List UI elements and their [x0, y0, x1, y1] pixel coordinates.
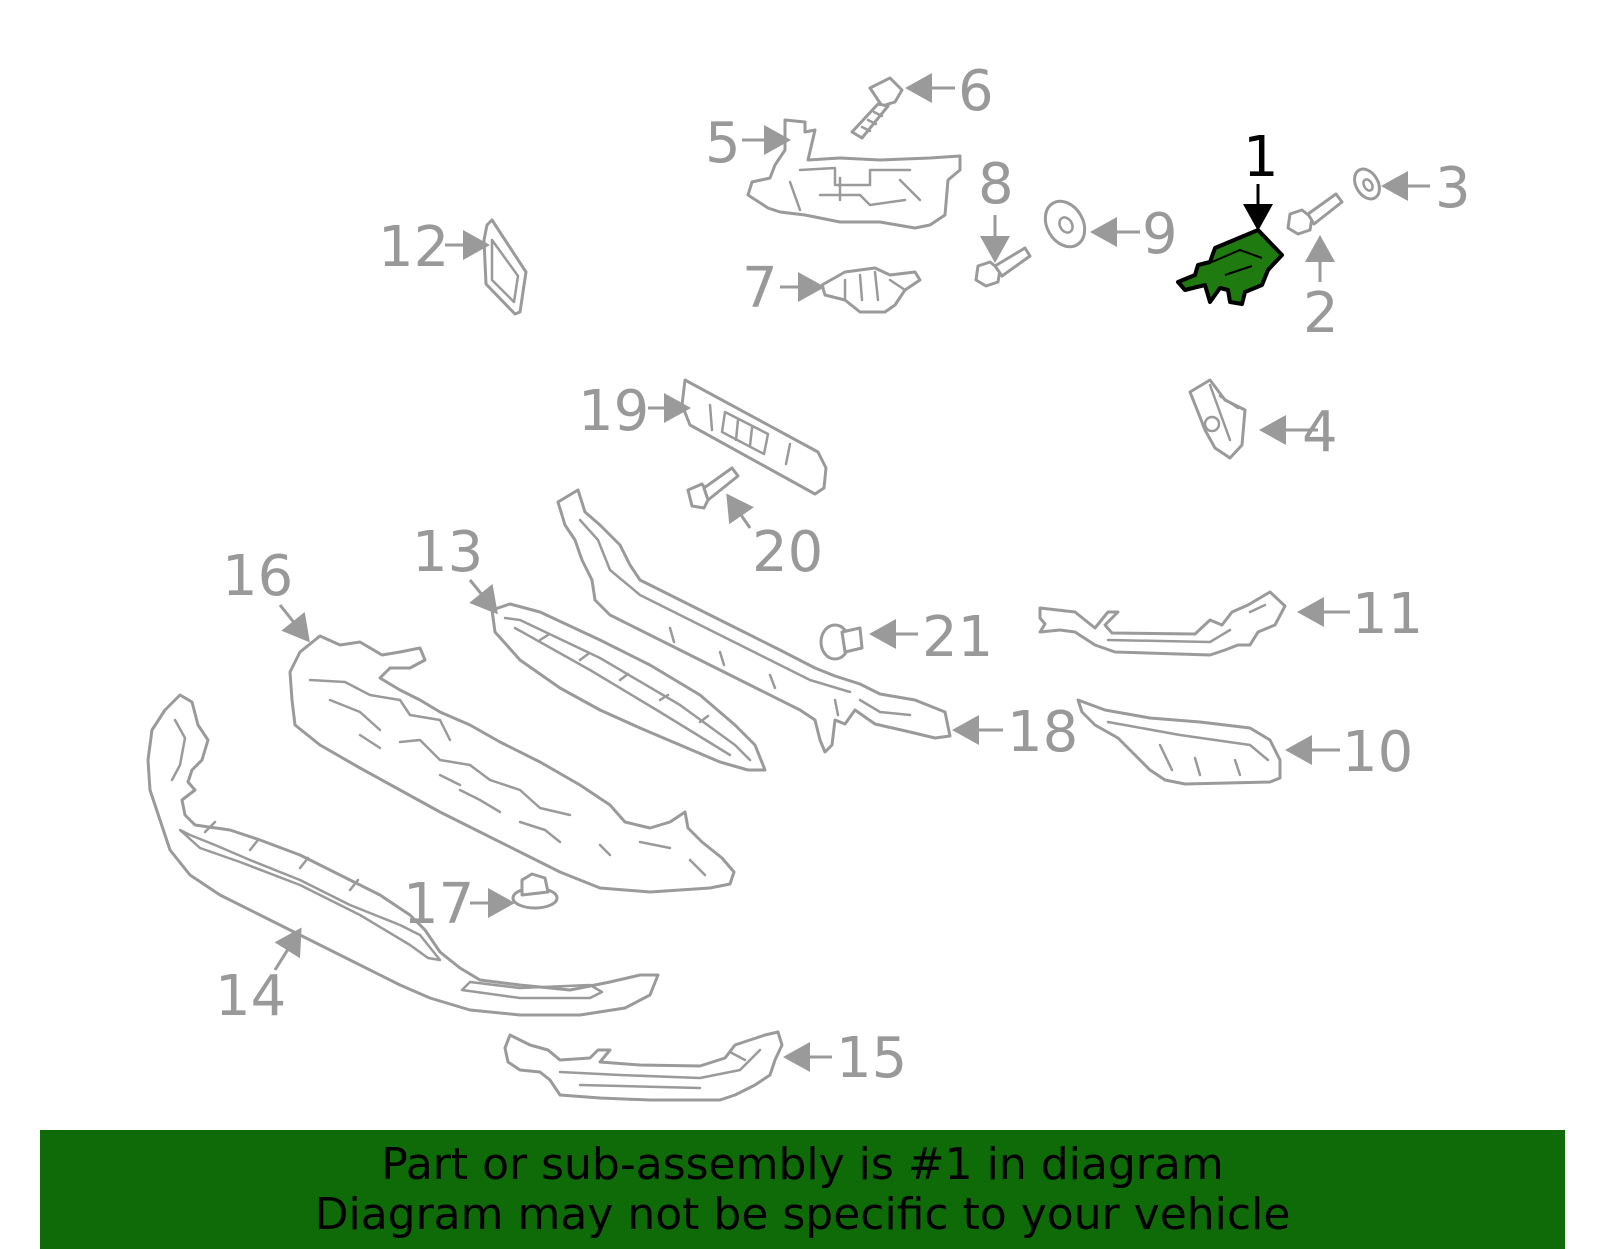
part-19-emblem[interactable]: [680, 378, 828, 496]
banner-line-1: Part or sub-assembly is #1 in diagram: [381, 1138, 1224, 1190]
part-13-grille-strip[interactable]: [490, 602, 767, 772]
callout-12[interactable]: 12: [378, 215, 449, 280]
callout-10[interactable]: 10: [1342, 720, 1413, 785]
part-9-washer[interactable]: [1037, 194, 1092, 254]
part-15-lower-trim[interactable]: [503, 1030, 784, 1102]
callout-13[interactable]: 13: [412, 520, 483, 585]
part-4-clip[interactable]: [1188, 378, 1247, 460]
callout-18[interactable]: 18: [1007, 700, 1078, 765]
callout-16[interactable]: 16: [222, 544, 293, 609]
callout-numbers: 1 2 3 4 5 6 7 8 9 10 11 12 13 14 15 16 1…: [215, 59, 1471, 1091]
callout-4[interactable]: 4: [1302, 400, 1338, 465]
callout-20[interactable]: 20: [752, 520, 823, 585]
part-18-reinforcement-bar[interactable]: [556, 488, 952, 754]
part-10-side-bracket[interactable]: [1076, 698, 1282, 786]
callout-17[interactable]: 17: [403, 872, 474, 937]
callout-3[interactable]: 3: [1435, 156, 1471, 221]
callout-9[interactable]: 9: [1142, 202, 1178, 267]
callout-1[interactable]: 1: [1243, 125, 1279, 190]
callout-11[interactable]: 11: [1352, 582, 1423, 647]
callout-19[interactable]: 19: [578, 379, 649, 444]
banner-line-2: Diagram may not be specific to your vehi…: [314, 1188, 1291, 1240]
part-3-washer[interactable]: [1349, 165, 1384, 204]
callout-6[interactable]: 6: [958, 59, 994, 124]
info-banner: Part or sub-assembly is #1 in diagram Di…: [40, 1130, 1565, 1249]
part-16-lower-cover[interactable]: [288, 634, 736, 894]
callout-2[interactable]: 2: [1303, 281, 1339, 346]
part-2-bolt[interactable]: [1286, 192, 1344, 236]
callout-21[interactable]: 21: [922, 605, 993, 670]
part-1-highlighted-bracket[interactable]: [1176, 228, 1284, 306]
part-5-bracket[interactable]: [746, 118, 962, 230]
callout-5[interactable]: 5: [705, 111, 741, 176]
part-7-clip[interactable]: [820, 266, 922, 314]
part-11-side-bracket[interactable]: [1038, 590, 1287, 657]
callout-7[interactable]: 7: [742, 256, 778, 321]
part-20-bolt[interactable]: [686, 466, 740, 510]
leader-arrows: [273, 73, 1430, 1072]
part-8-bolt[interactable]: [974, 246, 1032, 288]
part-14-lower-bumper[interactable]: [146, 693, 660, 1017]
callout-8[interactable]: 8: [978, 152, 1014, 217]
part-6-bolt[interactable]: [850, 76, 904, 140]
callout-15[interactable]: 15: [836, 1026, 907, 1091]
part-21-push-pin[interactable]: [819, 623, 864, 661]
part-12-plate[interactable]: [482, 218, 528, 316]
callout-14[interactable]: 14: [215, 964, 286, 1029]
part-17-nut[interactable]: [511, 872, 559, 910]
